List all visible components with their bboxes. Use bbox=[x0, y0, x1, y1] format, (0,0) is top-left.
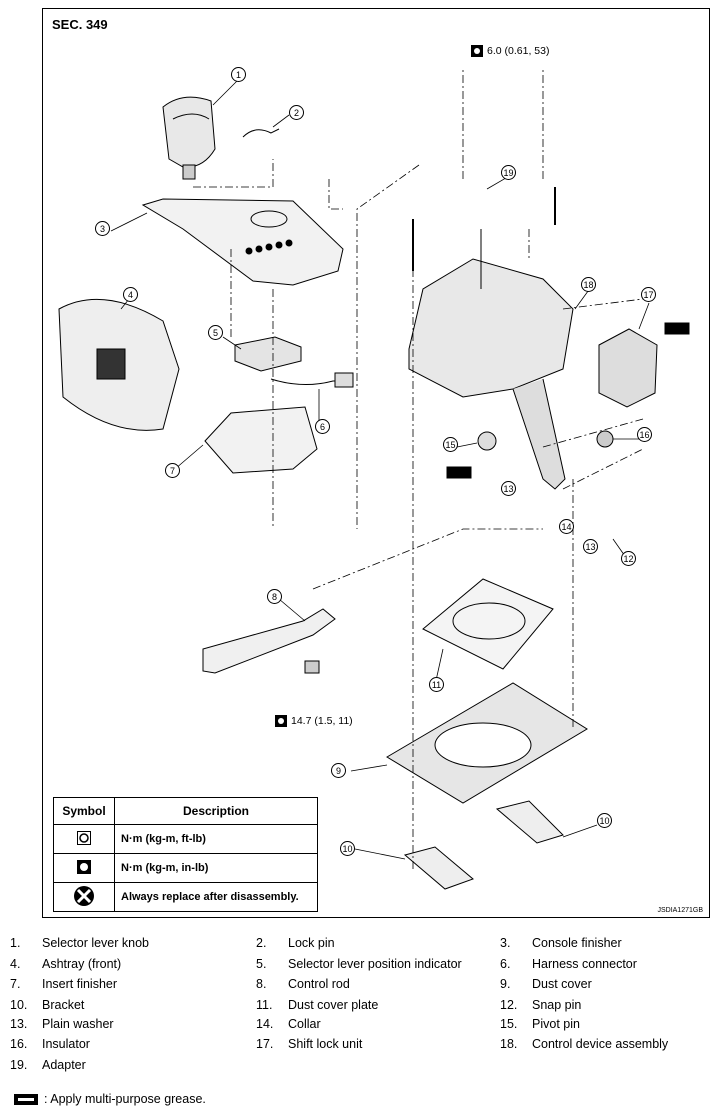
console-finisher-illustration bbox=[141, 198, 344, 286]
part-item: 11.Dust cover plate bbox=[256, 998, 379, 1012]
callout-9: 9 bbox=[331, 763, 346, 778]
insert-finisher-illustration bbox=[204, 406, 318, 474]
replace-after-disassembly-icon bbox=[74, 885, 94, 906]
part-item: 2.Lock pin bbox=[256, 936, 335, 950]
torque-top-value: 6.0 (0.61, 53) bbox=[487, 45, 550, 57]
part-item: 13.Plain washer bbox=[10, 1017, 114, 1031]
part-item: 15.Pivot pin bbox=[500, 1017, 580, 1031]
callout-4: 4 bbox=[123, 287, 138, 302]
callout-19: 19 bbox=[501, 165, 516, 180]
part-item: 17.Shift lock unit bbox=[256, 1037, 363, 1051]
part-item: 5.Selector lever position indicator bbox=[256, 957, 462, 971]
position-indicator-illustration bbox=[234, 336, 302, 372]
insulator-illustration bbox=[596, 430, 614, 448]
grease-icon bbox=[14, 1093, 38, 1105]
callout-7: 7 bbox=[165, 463, 180, 478]
shift-lock-unit-illustration bbox=[598, 328, 658, 408]
diagram-code: JSDIA1271GB bbox=[657, 907, 703, 914]
part-item: 12.Snap pin bbox=[500, 998, 582, 1012]
torque-icon bbox=[275, 715, 287, 727]
control-rod-illustration bbox=[202, 608, 336, 674]
part-item: 6.Harness connector bbox=[500, 957, 637, 971]
dust-cover-plate-illustration bbox=[422, 578, 554, 670]
part-item: 3.Console finisher bbox=[500, 936, 622, 950]
part-item: 8.Control rod bbox=[256, 977, 350, 991]
torque-spec-bottom: 14.7 (1.5, 11) bbox=[275, 715, 353, 727]
torque-bottom-value: 14.7 (1.5, 11) bbox=[291, 715, 353, 727]
diagram-drawing bbox=[58, 69, 690, 890]
selector-lever-knob-illustration bbox=[162, 96, 216, 180]
callout-6: 6 bbox=[315, 419, 330, 434]
bracket-left-illustration bbox=[403, 846, 474, 890]
callout-17: 17 bbox=[641, 287, 656, 302]
callout-13-lower: 13 bbox=[583, 539, 598, 554]
callout-10-right: 10 bbox=[597, 813, 612, 828]
exploded-diagram: SEC. 349 6.0 (0.61, 53) 14.7 (1.5, 11) 1… bbox=[42, 8, 710, 918]
section-label: SEC. 349 bbox=[52, 17, 108, 32]
callout-13-upper: 13 bbox=[501, 481, 516, 496]
legend-header-description: Description bbox=[114, 797, 318, 825]
pivot-pin-illustration bbox=[477, 431, 497, 451]
torque-nm-ftlb-icon bbox=[77, 830, 91, 845]
callout-12: 12 bbox=[621, 551, 636, 566]
callout-15: 15 bbox=[443, 437, 458, 452]
legend-row-1-description: N·m (kg-m, ft-lb) bbox=[114, 824, 318, 854]
harness-connector-illustration bbox=[270, 378, 353, 385]
bracket-right-illustration bbox=[495, 800, 564, 844]
part-item: 16.Insulator bbox=[10, 1037, 90, 1051]
callout-16: 16 bbox=[637, 427, 652, 442]
callout-8: 8 bbox=[267, 589, 282, 604]
part-item: 18.Control device assembly bbox=[500, 1037, 669, 1051]
lock-pin-illustration bbox=[242, 128, 280, 138]
part-item: 9.Dust cover bbox=[500, 977, 592, 991]
part-item: 19.Adapter bbox=[10, 1058, 86, 1072]
legend-header-symbol: Symbol bbox=[53, 797, 115, 825]
callout-11: 11 bbox=[429, 677, 444, 692]
part-item: 1.Selector lever knob bbox=[10, 936, 150, 950]
callout-5: 5 bbox=[208, 325, 223, 340]
part-item: 14.Collar bbox=[256, 1017, 321, 1031]
part-item: 10.Bracket bbox=[10, 998, 85, 1012]
symbol-legend-table: Symbol Description N·m (kg-m, ft-lb) N·m… bbox=[53, 797, 318, 912]
torque-nm-inlb-icon bbox=[77, 859, 91, 874]
callout-18: 18 bbox=[581, 277, 596, 292]
torque-spec-top: 6.0 (0.61, 53) bbox=[471, 45, 549, 57]
grease-note: : Apply multi-purpose grease. bbox=[14, 1092, 206, 1106]
grease-note-text: : Apply multi-purpose grease. bbox=[44, 1092, 206, 1106]
callout-1: 1 bbox=[231, 67, 246, 82]
torque-icon bbox=[471, 45, 483, 57]
part-item: 7.Insert finisher bbox=[10, 977, 118, 991]
callout-3: 3 bbox=[95, 221, 110, 236]
control-device-assembly-illustration bbox=[408, 258, 574, 398]
callout-14: 14 bbox=[559, 519, 574, 534]
legend-row-3-description: Always replace after disassembly. bbox=[114, 882, 318, 912]
callout-10-left: 10 bbox=[340, 841, 355, 856]
legend-row-2-description: N·m (kg-m, in-lb) bbox=[114, 853, 318, 883]
callout-2: 2 bbox=[289, 105, 304, 120]
part-item: 4.Ashtray (front) bbox=[10, 957, 122, 971]
